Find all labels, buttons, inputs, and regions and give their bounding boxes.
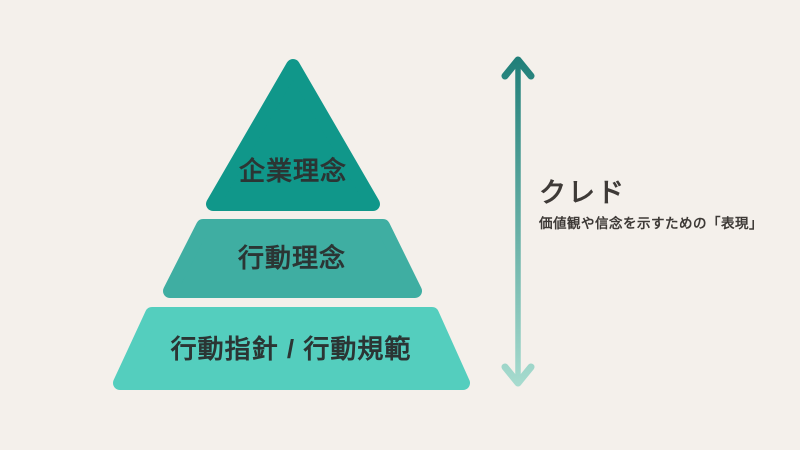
pyramid-tier-3-label: 行動指針 / 行動規範 — [170, 334, 412, 364]
pyramid-tier-3-shape — [113, 307, 470, 390]
pyramid-tier-2-shape — [163, 219, 422, 298]
annotation-description: 価値観や信念を示すための「表現」 — [539, 216, 763, 231]
annotation-title: クレド — [539, 178, 626, 208]
pyramid-tier-1-label: 企業理念 — [238, 156, 347, 186]
pyramid-tier-1-shape — [206, 59, 380, 211]
annotation-block: クレド 価値観や信念を示すための「表現」 — [539, 178, 789, 232]
vertical-double-arrow-icon — [501, 56, 535, 387]
pyramid-tier-2-label: 行動理念 — [237, 243, 346, 273]
